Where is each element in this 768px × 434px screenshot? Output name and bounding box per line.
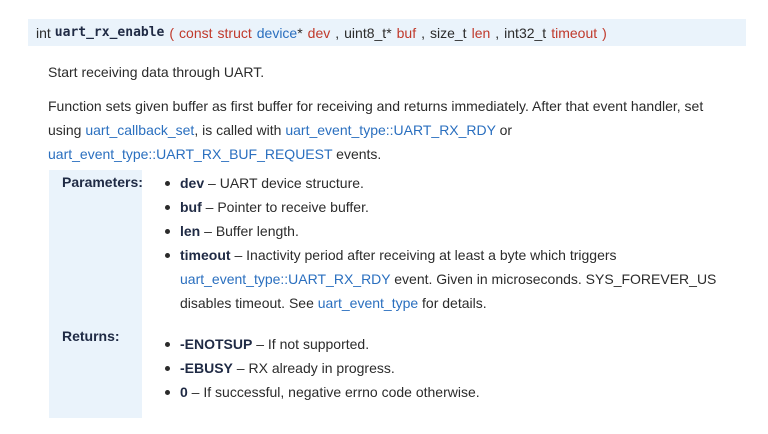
return-type: int [36,24,51,41]
open-paren: ( [169,24,175,41]
link-uart-rx-buf-request[interactable]: uart_event_type::UART_RX_BUF_REQUEST [48,146,333,162]
dash: – [252,336,268,352]
function-signature: int uart_rx_enable ( const struct device… [28,19,746,46]
parameters-label: Parameters: [62,174,143,190]
list-item: dev – UART device structure. [162,171,752,195]
returns-label: Returns: [62,328,120,344]
field-labels-column [49,170,142,418]
param-desc: Pointer to receive buffer. [217,199,369,215]
link-uart-callback-set[interactable]: uart_callback_set [85,122,195,138]
param-desc: for details. [418,295,487,311]
keyword-const: const [179,24,213,41]
pointer-star: * [386,24,392,41]
type-uint8: uint8_t [344,24,387,41]
param-dev: dev [307,24,331,41]
comma: , [495,24,500,41]
dash: – [232,360,249,376]
desc-text: events. [332,146,382,162]
return-desc: If successful, negative errno code other… [203,384,480,400]
link-uart-rx-rdy[interactable]: uart_event_type::UART_RX_RDY [285,122,496,138]
type-int32: int32_t [504,24,547,41]
param-name: len [180,223,201,239]
dash: – [187,384,204,400]
link-uart-event-type[interactable]: uart_event_type [317,295,419,311]
link-uart-rx-rdy[interactable]: uart_event_type::UART_RX_RDY [180,271,391,287]
type-link-device[interactable]: device [256,24,298,41]
return-value: -ENOTSUP [180,336,253,352]
return-value: -EBUSY [180,360,233,376]
detailed-description: Function sets given buffer as first buff… [48,94,738,166]
param-timeout: timeout [551,24,598,41]
list-item: -ENOTSUP – If not supported. [162,332,752,356]
desc-text: Function sets given buffer as first buff… [48,98,704,138]
param-name: dev [180,175,205,191]
param-desc: Inactivity period after receiving at lea… [246,247,617,263]
dash: – [230,247,247,263]
param-buf: buf [396,24,417,41]
parameters-list: dev – UART device structure. buf – Point… [162,171,752,315]
return-desc: RX already in progress. [248,360,395,376]
keyword-struct: struct [217,24,252,41]
list-item: timeout – Inactivity period after receiv… [162,243,752,315]
desc-text: , is called with [194,122,286,138]
comma: , [335,24,340,41]
param-desc: Buffer length. [215,223,299,239]
returns-list: -ENOTSUP – If not supported. -EBUSY – RX… [162,332,752,404]
dash: – [200,223,216,239]
comma: , [421,24,425,41]
list-item: 0 – If successful, negative errno code o… [162,380,752,404]
return-desc: If not supported. [267,336,370,352]
function-name: uart_rx_enable [54,25,165,40]
dash: – [201,199,218,215]
param-len: len [471,24,491,41]
list-item: buf – Pointer to receive buffer. [162,195,752,219]
list-item: -EBUSY – RX already in progress. [162,356,752,380]
brief-description: Start receiving data through UART. [48,64,265,80]
close-paren: ) [602,24,607,41]
type-size: size_t [430,24,467,41]
return-value: 0 [180,384,188,400]
param-name: buf [180,199,202,215]
pointer-star: * [297,24,303,41]
list-item: len – Buffer length. [162,219,752,243]
param-desc: UART device structure. [219,175,364,191]
param-desc: event. Given in microseconds. SYS_FOREVE… [180,271,717,311]
param-name: timeout [180,247,231,263]
dash: – [204,175,220,191]
desc-text: or [495,122,513,138]
